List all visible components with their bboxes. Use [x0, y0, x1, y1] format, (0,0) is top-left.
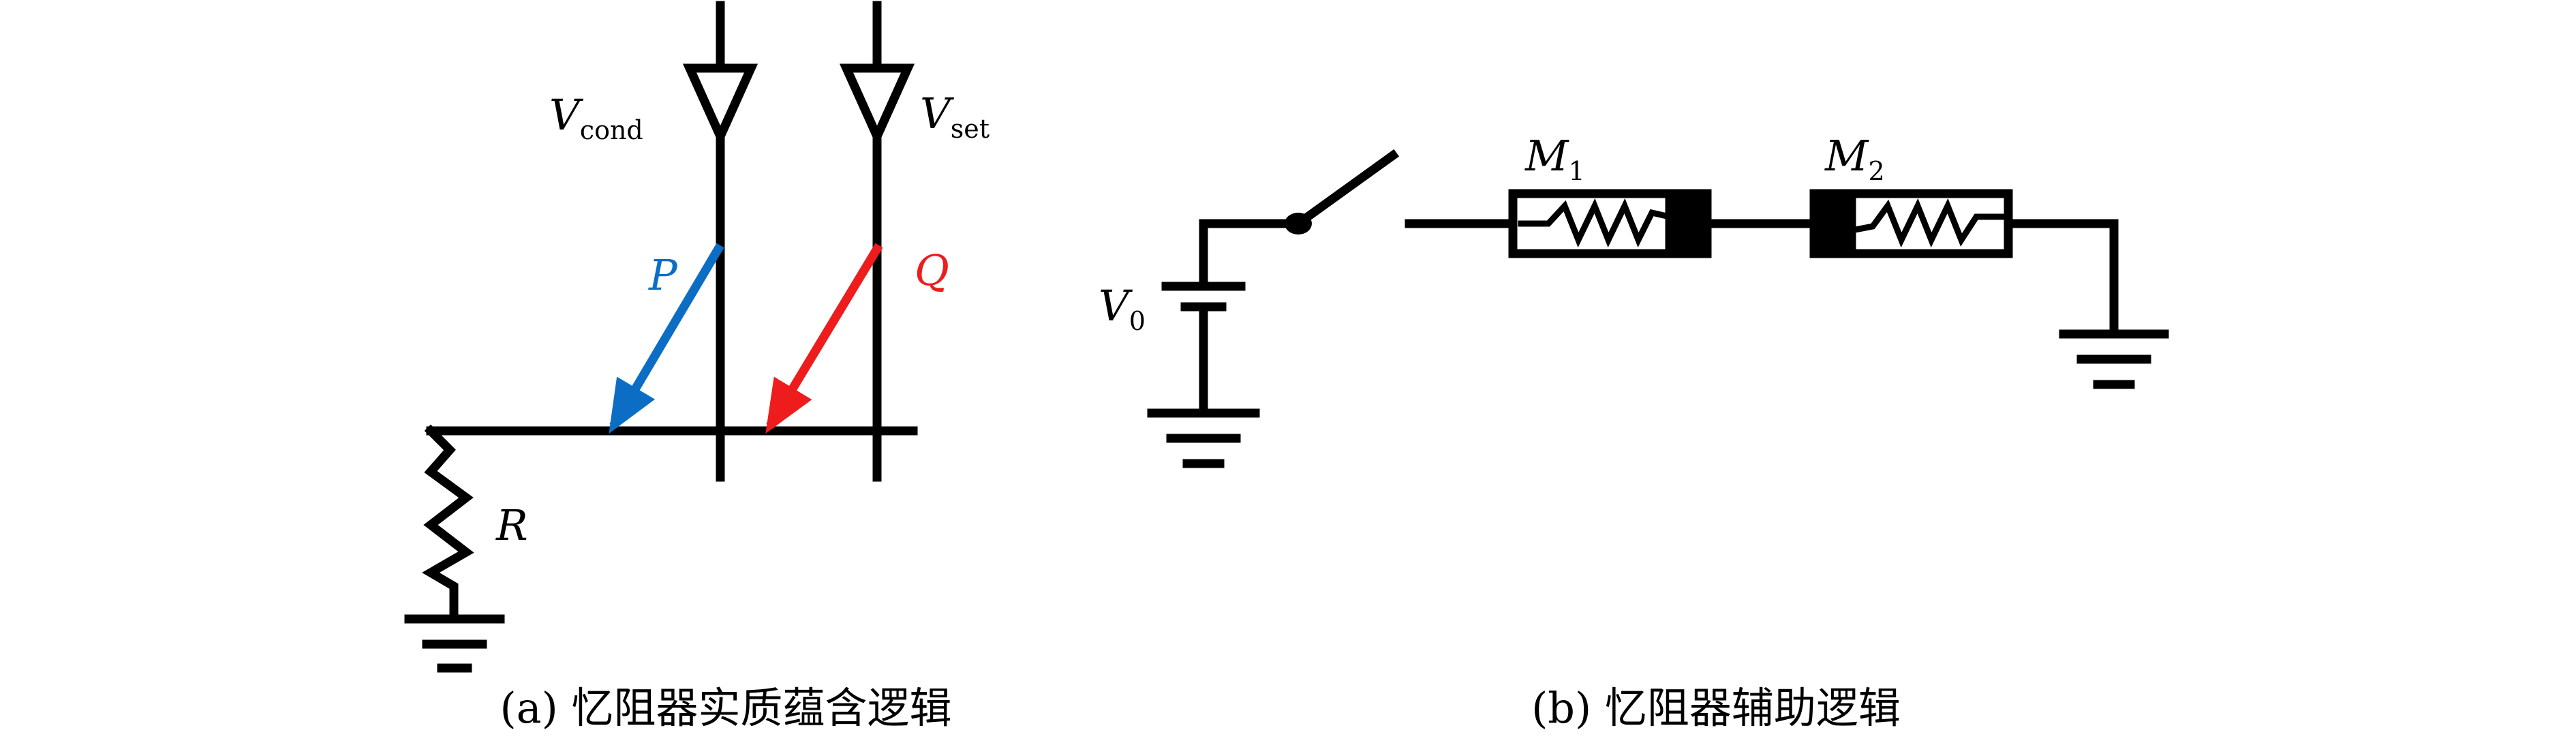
memristor-q-label: Q — [915, 245, 949, 295]
resistor-r-icon — [422, 424, 474, 624]
vset-label: Vset — [920, 89, 990, 144]
circuit-a — [404, 1, 918, 673]
m1-label: M1 — [1524, 131, 1585, 186]
memristor-m1-zigzag-icon — [1518, 198, 1674, 248]
switch-arm[interactable] — [1291, 149, 1400, 230]
vset-triangle-icon — [839, 63, 915, 147]
m2-label: M2 — [1824, 131, 1885, 186]
memristor-p-arrow — [609, 243, 724, 434]
vcond-label: Vcond — [549, 90, 643, 145]
vcond-triangle-icon — [682, 63, 758, 147]
memristor-m2-zigzag-icon — [1847, 198, 2004, 248]
v0-label: V0 — [1099, 281, 1146, 336]
memristor-p-label: P — [648, 250, 678, 300]
caption-a: (a) 忆阻器实质蕴含逻辑 — [500, 683, 951, 733]
switch-pivot-icon[interactable] — [1285, 213, 1312, 235]
resistor-r-label: R — [495, 500, 528, 550]
memristor-m1-band — [1665, 189, 1712, 258]
memristor-q-arrow — [765, 243, 883, 434]
caption-b: (b) 忆阻器辅助逻辑 — [1531, 683, 1901, 733]
wire-to-ground — [2004, 219, 2119, 339]
memristor-m2-band — [1809, 189, 1856, 258]
circuit-b — [1147, 149, 2169, 468]
source-wire — [1199, 219, 1303, 291]
